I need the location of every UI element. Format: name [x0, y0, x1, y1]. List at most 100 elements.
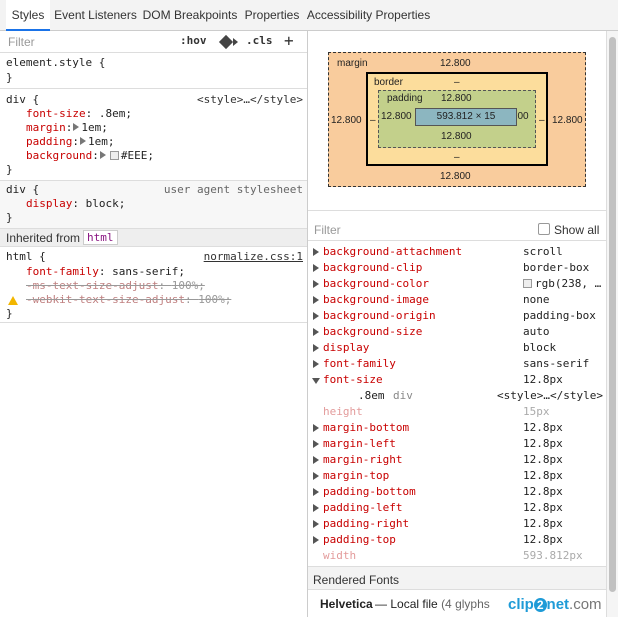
expand-triangle-icon[interactable]	[313, 424, 319, 432]
collapse-triangle-icon[interactable]	[312, 378, 320, 384]
border-bottom-value[interactable]: –	[454, 152, 460, 163]
trace-source-link[interactable]: <style>…</style>	[497, 389, 603, 402]
declaration-font-size[interactable]: font-size: .8em;	[26, 107, 132, 120]
show-all-label[interactable]: Show all	[554, 223, 600, 237]
computed-property-name: font-size	[323, 373, 383, 386]
expand-triangle-icon[interactable]	[99, 151, 106, 159]
tab-styles[interactable]: Styles	[6, 0, 50, 31]
computed-property-value: 12.8px	[523, 501, 563, 514]
box-model-content[interactable]: 593.812 × 15	[415, 108, 517, 126]
property-name: padding	[26, 135, 73, 148]
expand-triangle-icon[interactable]	[313, 264, 319, 272]
trace-selector: div	[393, 389, 413, 402]
declaration-padding[interactable]: padding:1em;	[26, 135, 115, 148]
border-top-value[interactable]: –	[454, 77, 460, 88]
expand-triangle-icon[interactable]	[313, 360, 319, 368]
padding-left-value[interactable]: 12.800	[381, 111, 412, 122]
rule-source-link[interactable]: normalize.css:1	[203, 250, 303, 263]
expand-triangle-icon[interactable]	[313, 280, 319, 288]
add-rule-button[interactable]: +	[284, 31, 294, 50]
declaration-font-family[interactable]: font-family: sans-serif;	[26, 265, 185, 278]
font-source: Local file	[390, 597, 438, 611]
expand-triangle-icon[interactable]	[313, 504, 319, 512]
computed-row[interactable]: padding-left 12.8px	[308, 500, 606, 516]
expand-triangle-icon[interactable]	[79, 137, 86, 145]
expand-triangle-icon[interactable]	[313, 488, 319, 496]
property-name: -webkit-text-size-adjust	[26, 293, 185, 306]
padding-bottom-value[interactable]: 12.800	[441, 131, 472, 142]
class-toggle-button[interactable]: .cls	[246, 34, 273, 47]
computed-filter-input[interactable]: Filter	[314, 223, 341, 237]
scrollbar-thumb[interactable]	[609, 37, 616, 592]
declaration-webkit-text-size-adjust[interactable]: -webkit-text-size-adjust: 100%;	[26, 293, 232, 306]
expand-triangle-icon[interactable]	[313, 296, 319, 304]
color-swatch-icon[interactable]	[523, 279, 532, 288]
rule-selector[interactable]: element.style {	[6, 56, 106, 69]
rendered-font-row: Helvetica — Local file (4 glyphs	[308, 591, 606, 617]
color-swatch-icon[interactable]	[109, 151, 119, 160]
show-all-checkbox[interactable]	[538, 223, 550, 235]
tab-dom-breakpoints[interactable]: DOM Breakpoints	[142, 8, 238, 22]
rule-selector[interactable]: html {	[6, 250, 46, 263]
tab-properties[interactable]: Properties	[244, 8, 300, 22]
computed-property-name: background-attachment	[323, 245, 463, 258]
box-model-padding[interactable]: padding 12.800 12.800 12.800 12.800 593.…	[378, 90, 536, 148]
styles-filter-input[interactable]: Filter	[8, 35, 35, 49]
margin-left-value[interactable]: 12.800	[331, 115, 362, 126]
margin-right-value[interactable]: 12.800	[552, 115, 583, 126]
border-left-value[interactable]: –	[370, 115, 376, 126]
declaration-ms-text-size-adjust[interactable]: -ms-text-size-adjust: 100%;	[26, 279, 205, 292]
property-name: background	[26, 149, 93, 162]
tab-event-listeners[interactable]: Event Listeners	[54, 8, 137, 22]
expand-triangle-icon[interactable]	[313, 536, 319, 544]
tab-accessibility-properties[interactable]: Accessibility Properties	[306, 8, 431, 22]
expand-triangle-icon[interactable]	[313, 472, 319, 480]
declaration-background[interactable]: background:#EEE;	[26, 149, 154, 162]
expand-triangle-icon[interactable]	[313, 440, 319, 448]
expand-triangle-icon[interactable]	[313, 248, 319, 256]
rule-selector[interactable]: div {	[6, 93, 40, 106]
padding-top-value[interactable]: 12.800	[441, 93, 472, 104]
rule-source-link[interactable]: <style>…</style>	[197, 93, 303, 106]
computed-trace-row[interactable]: .8em div <style>…</style>	[308, 388, 606, 404]
computed-property-name: margin-bottom	[323, 421, 410, 434]
expand-triangle-icon[interactable]	[313, 328, 319, 336]
box-model-margin[interactable]: margin 12.800 12.800 12.800 12.800 borde…	[328, 52, 586, 187]
computed-property-name: padding-left	[323, 501, 403, 514]
margin-bottom-value[interactable]: 12.800	[440, 171, 471, 182]
border-right-value[interactable]: –	[539, 115, 545, 126]
declaration-margin[interactable]: margin:1em;	[26, 121, 108, 134]
expand-triangle-icon[interactable]	[313, 520, 319, 528]
computed-scrollbar[interactable]	[606, 31, 618, 617]
html-style-rule: html { normalize.css:1 font-family: sans…	[0, 247, 307, 323]
computed-property-value: 12.8px	[523, 485, 563, 498]
margin-top-value[interactable]: 12.800	[440, 58, 471, 69]
hover-state-button[interactable]: :hov	[180, 34, 207, 47]
color-value-text: rgb(238, …	[535, 277, 602, 290]
expand-triangle-icon[interactable]	[313, 312, 319, 320]
expand-triangle-icon[interactable]	[313, 456, 319, 464]
expand-triangle-icon[interactable]	[73, 123, 80, 131]
paint-icon[interactable]	[218, 34, 234, 50]
inherited-element-link[interactable]: html	[83, 230, 118, 245]
expand-triangle-icon[interactable]	[313, 344, 319, 352]
box-model-border[interactable]: border – – – – padding 12.800 12.800 12.…	[366, 72, 548, 166]
